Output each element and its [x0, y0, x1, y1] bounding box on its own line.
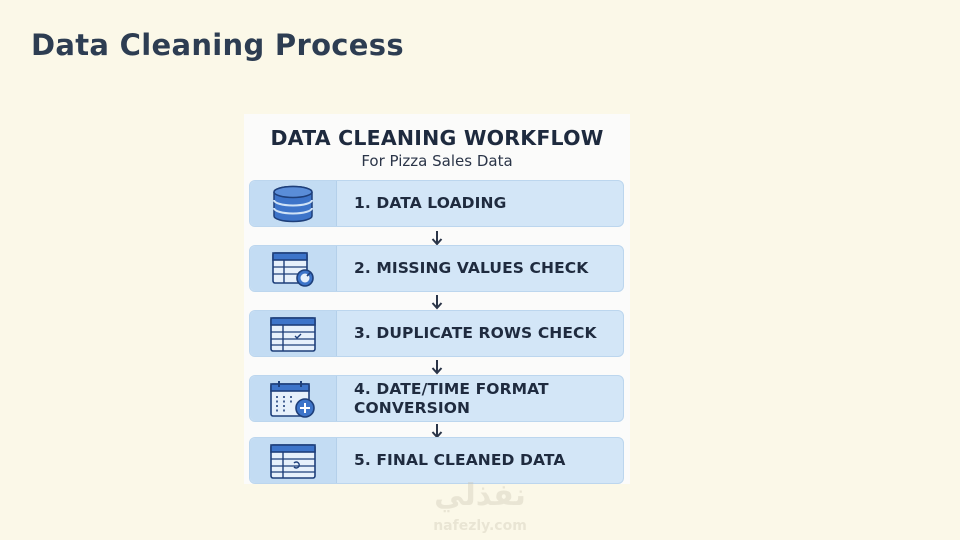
slide-title: Data Cleaning Process — [31, 28, 404, 62]
workflow-step-missing-values: 2. MISSING VALUES CHECK — [249, 245, 624, 292]
workflow-step-label: 2. MISSING VALUES CHECK — [354, 259, 589, 277]
table-check-icon — [270, 444, 316, 479]
database-icon — [273, 185, 313, 223]
calendar-plus-icon — [270, 381, 315, 418]
watermark-arabic: نفذلي — [434, 478, 526, 513]
arrow-down-icon — [431, 295, 443, 310]
workflow-steps: 1. DATA LOADING 2. MISSING VALUES — [244, 114, 630, 484]
arrow-down-icon — [431, 360, 443, 375]
workflow-step-label-line2: CONVERSION — [354, 398, 471, 417]
workflow-step-label: 4. DATE/TIME FORMAT CONVERSION — [354, 376, 619, 421]
workflow-figure: DATA CLEANING WORKFLOW For Pizza Sales D… — [244, 114, 630, 484]
workflow-step-label: 5. FINAL CLEANED DATA — [354, 451, 566, 469]
workflow-step-label-line1: 4. DATE/TIME FORMAT — [354, 379, 549, 398]
workflow-step-data-loading: 1. DATA LOADING — [249, 180, 624, 227]
workflow-subtitle: For Pizza Sales Data — [361, 152, 513, 170]
table-search-icon — [272, 252, 314, 287]
workflow-step-duplicate-rows: 3. DUPLICATE ROWS CHECK — [249, 310, 624, 357]
workflow-step-label: 3. DUPLICATE ROWS CHECK — [354, 324, 597, 342]
table-check-icon — [270, 317, 316, 352]
watermark-latin: nafezly.com — [433, 518, 527, 534]
workflow-title: DATA CLEANING WORKFLOW — [270, 126, 604, 150]
watermark: نفذلي nafezly.com — [420, 478, 540, 538]
workflow-step-datetime-conversion: 4. DATE/TIME FORMAT CONVERSION — [249, 375, 624, 422]
arrow-down-icon — [431, 231, 443, 246]
workflow-step-label: 1. DATA LOADING — [354, 194, 507, 212]
workflow-step-final-cleaned: 5. FINAL CLEANED DATA — [249, 437, 624, 484]
